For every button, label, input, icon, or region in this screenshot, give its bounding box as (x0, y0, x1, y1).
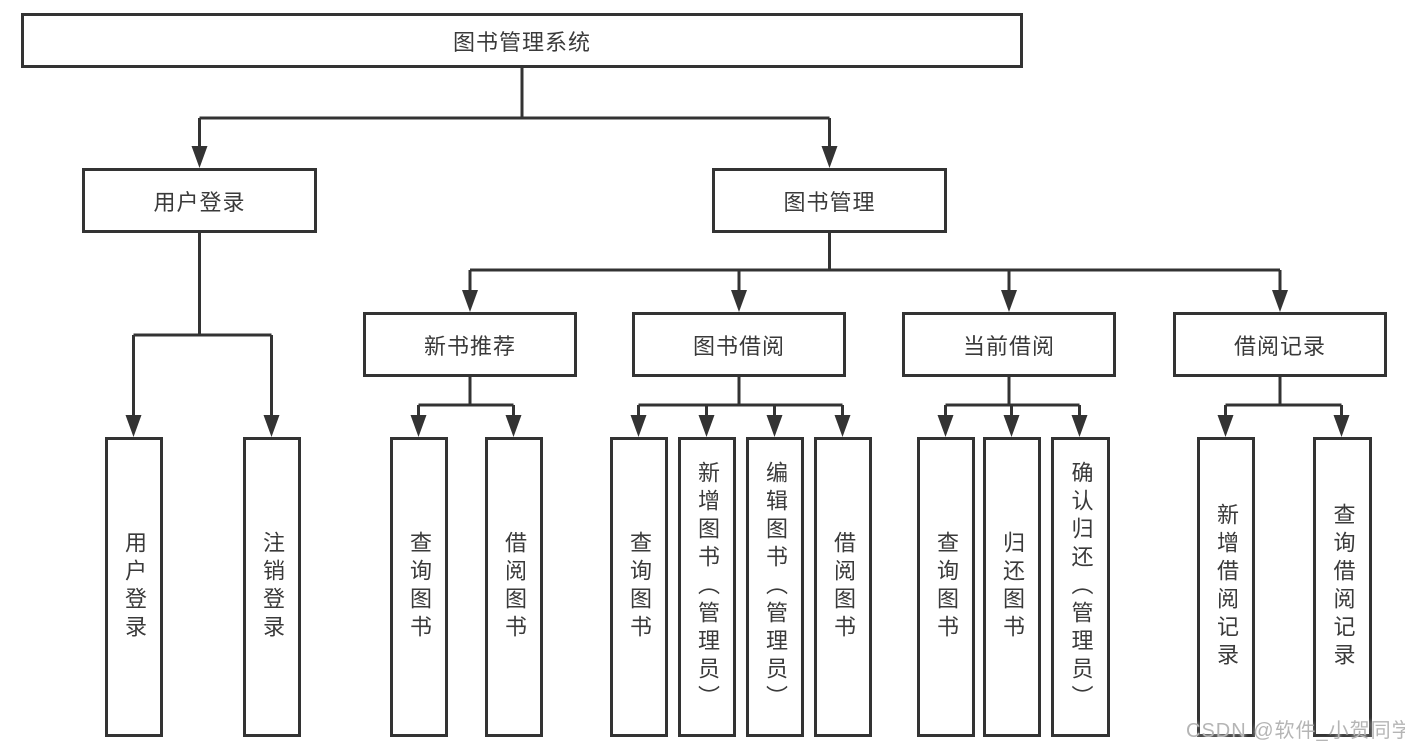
arrowhead (1217, 415, 1234, 437)
arrowhead (125, 415, 142, 437)
node-label: 编辑图书（管理员） (763, 461, 788, 713)
connector-currentborrow-children (944, 377, 1081, 417)
node-label: 查询图书 (407, 531, 432, 643)
node-label: 确认归还（管理员） (1068, 461, 1094, 713)
arrowhead (731, 290, 747, 312)
arrowhead (263, 415, 280, 437)
node-label: 当前借阅 (962, 333, 1055, 359)
node-leaf-br-query-record: 查询借阅记录 (1313, 437, 1372, 737)
arrowhead (505, 415, 522, 437)
node-leaf-bb-add-books-admin: 新增图书（管理员） (678, 437, 736, 737)
node-leaf-nb-query-books: 查询图书 (390, 437, 448, 737)
node-label: 新增图书（管理员） (695, 461, 720, 713)
node-label: 注销登录 (260, 531, 285, 643)
node-leaf-logout: 注销登录 (243, 437, 301, 737)
arrowhead (1003, 415, 1020, 437)
node-leaf-user-login: 用户登录 (105, 437, 163, 737)
connector-borrowrecord-children (1224, 377, 1343, 417)
connector-userlogin-children (132, 233, 273, 417)
node-leaf-bb-borrow-books: 借阅图书 (814, 437, 872, 737)
node-book-borrow: 图书借阅 (632, 312, 846, 377)
node-borrow-record: 借阅记录 (1173, 312, 1387, 377)
node-label: 新增借阅记录 (1214, 503, 1239, 671)
node-label: 图书借阅 (692, 333, 785, 359)
arrowhead (766, 415, 783, 437)
connector-bookmgmt-children (468, 233, 1282, 292)
node-user-login: 用户登录 (82, 168, 317, 233)
node-leaf-bb-query-books: 查询图书 (610, 437, 668, 737)
node-leaf-cb-return-books: 归还图书 (983, 437, 1041, 737)
node-label: 用户登录 (153, 189, 246, 215)
node-leaf-bb-edit-books-admin: 编辑图书（管理员） (746, 437, 804, 737)
node-label: 借阅图书 (502, 531, 527, 643)
node-current-borrow: 当前借阅 (902, 312, 1116, 377)
arrowhead (937, 415, 954, 437)
arrowhead (1272, 290, 1288, 312)
node-leaf-cb-query-books: 查询图书 (917, 437, 975, 737)
arrowhead (630, 415, 647, 437)
arrowhead (191, 146, 208, 168)
arrowhead (1071, 415, 1088, 437)
csdn-watermark: CSDN @软件_小贺同学 (1186, 720, 1405, 742)
node-label: 借阅记录 (1233, 333, 1326, 359)
connector-root-to-level2 (198, 68, 831, 150)
arrowhead (1333, 415, 1350, 437)
connector-bookborrow-children (637, 377, 844, 417)
arrowhead (462, 290, 478, 312)
arrowhead (834, 415, 851, 437)
arrowhead (1001, 290, 1017, 312)
node-label: 查询图书 (934, 531, 959, 643)
node-label: 用户登录 (122, 531, 147, 643)
node-label: 归还图书 (1000, 531, 1025, 643)
node-leaf-nb-borrow-books: 借阅图书 (485, 437, 543, 737)
node-label: 查询借阅记录 (1330, 503, 1356, 671)
node-book-management: 图书管理 (712, 168, 947, 233)
node-label: 新书推荐 (423, 333, 516, 359)
node-leaf-cb-confirm-return-admin: 确认归还（管理员） (1051, 437, 1110, 737)
node-leaf-br-add-record: 新增借阅记录 (1197, 437, 1255, 737)
node-label: 图书管理 (783, 189, 876, 215)
arrowhead (698, 415, 715, 437)
node-new-book-recommend: 新书推荐 (363, 312, 577, 377)
node-label: 查询图书 (627, 531, 652, 643)
node-label: 借阅图书 (831, 531, 856, 643)
arrowhead (410, 415, 427, 437)
node-label: 图书管理系统 (452, 29, 591, 55)
connector-newbook-children (417, 377, 515, 417)
arrowhead (821, 146, 838, 168)
node-root-system: 图书管理系统 (21, 13, 1023, 68)
